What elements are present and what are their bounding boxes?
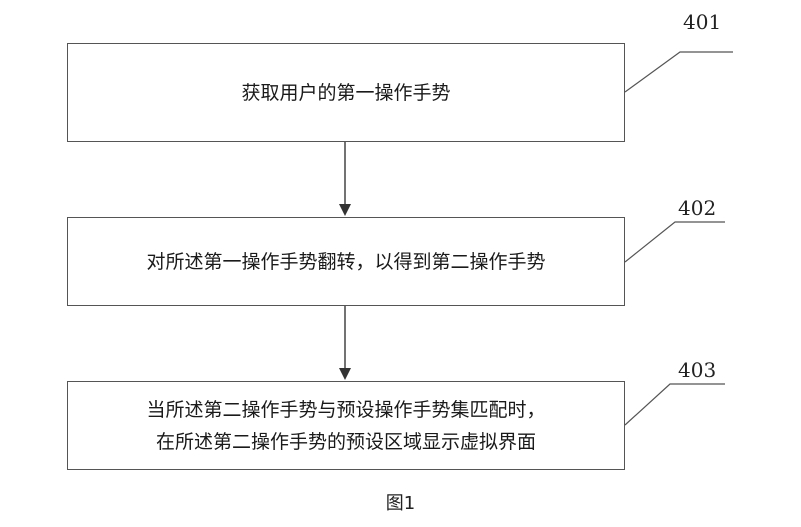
step-number-401: 401 [683,10,722,34]
figure-caption: 图1 [385,493,416,514]
arrowhead-2 [339,368,351,380]
step-text-402: 对所述第一操作手势翻转，以得到第二操作手势 [146,250,546,273]
step-text-401: 获取用户的第一操作手势 [241,81,451,104]
step-number-402: 402 [678,196,717,220]
step-box-403: 当所述第二操作手势与预设操作手势集匹配时， 在所述第二操作手势的预设区域显示虚拟… [67,381,625,470]
leader-line-401 [624,51,733,93]
step-text-403: 当所述第二操作手势与预设操作手势集匹配时， 在所述第二操作手势的预设区域显示虚拟… [146,398,546,453]
step-box-401: 获取用户的第一操作手势 [67,43,625,142]
step-number-403: 403 [678,358,717,382]
arrowhead-1 [339,204,351,216]
leader-line-403 [624,383,725,426]
leader-line-402 [624,221,725,263]
step-box-402: 对所述第一操作手势翻转，以得到第二操作手势 [67,217,625,306]
